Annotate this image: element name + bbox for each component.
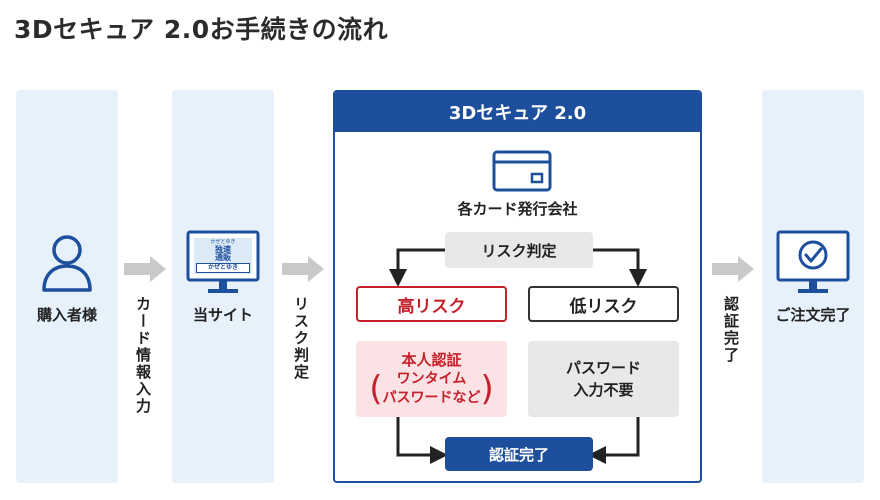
identity-sub-line1: ワンタイム (396, 371, 467, 387)
shop-logo-bottom: かぜとゆき (196, 263, 250, 273)
no-password-box: パスワード 入力不要 (528, 341, 679, 417)
shop-monitor-icon: かぜとゆき 独速 通販 かぜとゆき (186, 230, 260, 296)
flow-arrow-1 (124, 256, 166, 282)
risk-check-box: リスク判定 (445, 232, 593, 268)
identity-sub: ( ワンタイム パスワードなど ) (369, 370, 494, 408)
credit-card-icon (492, 150, 552, 192)
auth-complete-arrow-label: 認証完了 (722, 296, 740, 364)
flow-arrow-2 (282, 256, 324, 282)
order-complete-label: ご注文完了 (775, 306, 851, 324)
no-password-line1: パスワード (565, 359, 641, 377)
identity-sub-text: ワンタイム パスワードなど (383, 370, 481, 408)
identity-heading: 本人認証 (401, 351, 462, 369)
identity-sub-line2: パスワードなど (382, 390, 481, 406)
left-paren: ( (369, 369, 383, 409)
page-title: 3Dセキュア 2.0お手続きの流れ (14, 15, 389, 44)
secure-section-header: 3Dセキュア 2.0 (335, 92, 700, 132)
risk-check-arrow-label: リスク判定 (292, 296, 310, 381)
shop-logo-line2: 独速 (215, 245, 231, 254)
buyer-label: 購入者様 (36, 306, 97, 324)
low-risk-box: 低リスク (528, 286, 679, 322)
no-password-line2: 入力不要 (573, 381, 634, 399)
identity-verification-box: 本人認証 ( ワンタイム パスワードなど ) (356, 341, 507, 417)
right-paren: ) (480, 369, 494, 409)
issuer-label: 各カード発行会社 (457, 200, 578, 218)
buyer-panel (16, 90, 118, 483)
auth-complete-box: 認証完了 (445, 437, 593, 471)
shop-logo-line3: 通販 (215, 253, 231, 262)
high-risk-box: 高リスク (356, 286, 507, 322)
monitor-check-icon (776, 230, 850, 293)
shop-logo-line1: かぜとゆき (210, 239, 236, 245)
person-icon (42, 235, 92, 292)
card-entry-label: カード情報入力 (134, 296, 152, 415)
flow-connectors (389, 248, 647, 464)
shop-label: 当サイト (192, 306, 253, 324)
flow-arrow-3 (712, 256, 754, 282)
